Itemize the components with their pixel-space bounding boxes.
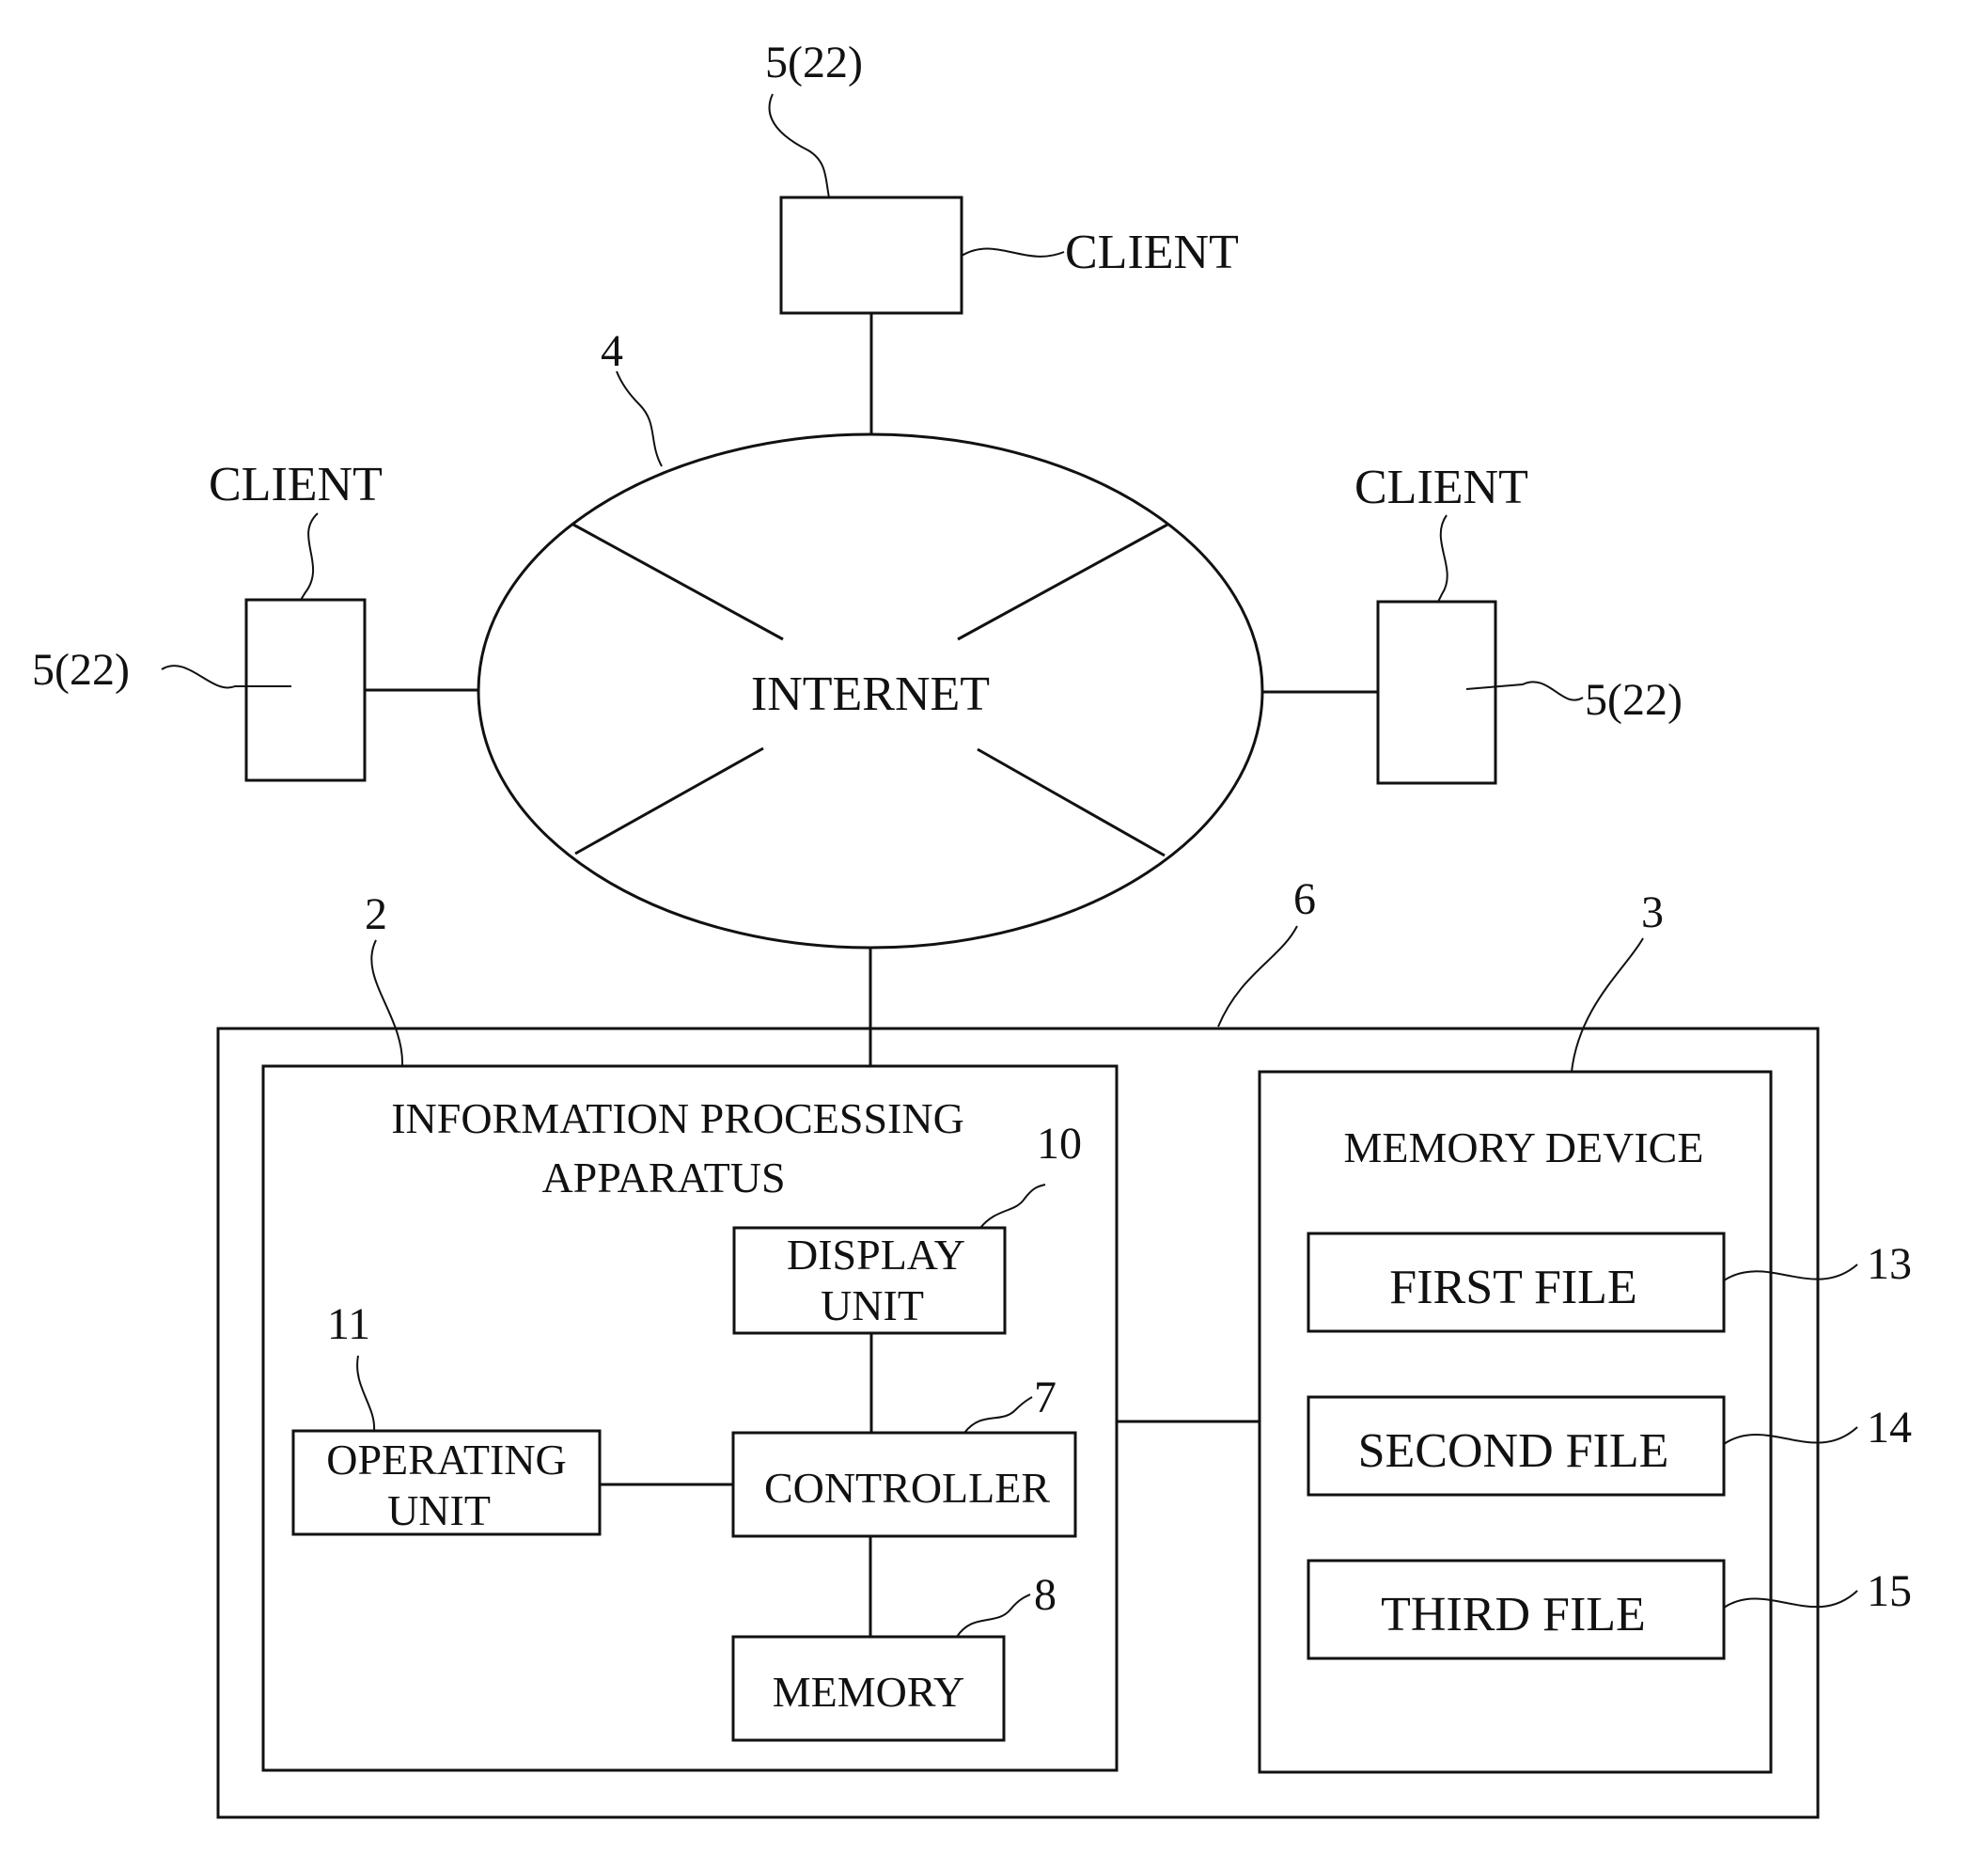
memory-label: MEMORY (773, 1668, 964, 1716)
client-left-box (246, 600, 365, 780)
internet-spoke-lr (978, 749, 1165, 856)
first-file-label: FIRST FILE (1389, 1261, 1636, 1314)
client-top-ref-leader (770, 94, 829, 197)
client-left-label: CLIENT (209, 458, 383, 511)
client-left-ref: 5(22) (32, 645, 130, 695)
apparatus-title-line1: INFORMATION PROCESSING (391, 1094, 964, 1142)
information-processing-apparatus: 2 INFORMATION PROCESSING APPARATUS DISPL… (263, 889, 1117, 1770)
client-top-label: CLIENT (1065, 226, 1239, 279)
system-ref-leader (1218, 926, 1297, 1027)
display-unit-ref: 10 (1037, 1119, 1082, 1169)
display-unit-line1: DISPLAY (787, 1231, 965, 1279)
second-file-ref-leader (1724, 1427, 1857, 1444)
client-left-label-leader (301, 513, 318, 600)
system-ref: 6 (1293, 874, 1316, 924)
client-top: 5(22) CLIENT (765, 38, 1239, 434)
display-unit-line2: UNIT (821, 1281, 924, 1329)
client-top-ref: 5(22) (765, 38, 863, 87)
apparatus-title-line2: APPARATUS (541, 1154, 785, 1201)
operating-unit-line1: OPERATING (326, 1436, 567, 1484)
client-right-ref: 5(22) (1585, 675, 1683, 725)
internet-ref-leader (617, 371, 662, 466)
client-right: CLIENT 5(22) (1262, 461, 1683, 783)
internet-spoke-ll (575, 748, 763, 854)
memory-ref-leader (957, 1594, 1030, 1637)
second-file-ref: 14 (1867, 1403, 1912, 1453)
first-file-ref-leader (1724, 1264, 1857, 1280)
memory-device-title: MEMORY DEVICE (1344, 1123, 1704, 1171)
client-left-ref-leader (162, 666, 291, 687)
client-top-label-leader (962, 248, 1064, 256)
internet-label: INTERNET (751, 667, 990, 721)
controller-label: CONTROLLER (764, 1464, 1050, 1512)
operating-unit-ref-leader (357, 1356, 374, 1431)
operating-unit-line2: UNIT (387, 1486, 491, 1534)
second-file-label: SECOND FILE (1358, 1424, 1669, 1478)
memory-device-ref-leader (1572, 938, 1643, 1072)
third-file-label: THIRD FILE (1381, 1588, 1646, 1641)
internet-ref: 4 (601, 326, 623, 376)
internet-spoke-ul (573, 525, 783, 639)
memory-ref: 8 (1034, 1570, 1057, 1620)
first-file-ref: 13 (1867, 1239, 1912, 1289)
client-right-label-leader (1438, 515, 1448, 602)
apparatus-ref-leader (371, 940, 402, 1066)
memory-device-ref: 3 (1641, 887, 1664, 937)
controller-ref: 7 (1034, 1373, 1057, 1422)
third-file-ref: 15 (1867, 1566, 1912, 1616)
controller-ref-leader (964, 1397, 1032, 1433)
display-unit-ref-leader (980, 1185, 1045, 1228)
client-right-box (1378, 602, 1495, 783)
client-right-ref-leader (1466, 682, 1583, 699)
memory-device-box (1260, 1072, 1771, 1772)
internet-spoke-ur (958, 525, 1167, 639)
client-top-box (781, 197, 962, 313)
system-enclosure: 6 (218, 874, 1818, 1817)
client-right-label: CLIENT (1354, 461, 1528, 514)
operating-unit-ref: 11 (327, 1299, 370, 1349)
apparatus-ref: 2 (365, 889, 387, 939)
third-file-ref-leader (1724, 1591, 1857, 1608)
client-left: CLIENT 5(22) (32, 458, 478, 780)
memory-device: 3 MEMORY DEVICE FIRST FILE 13 SECOND FIL… (1260, 887, 1912, 1772)
